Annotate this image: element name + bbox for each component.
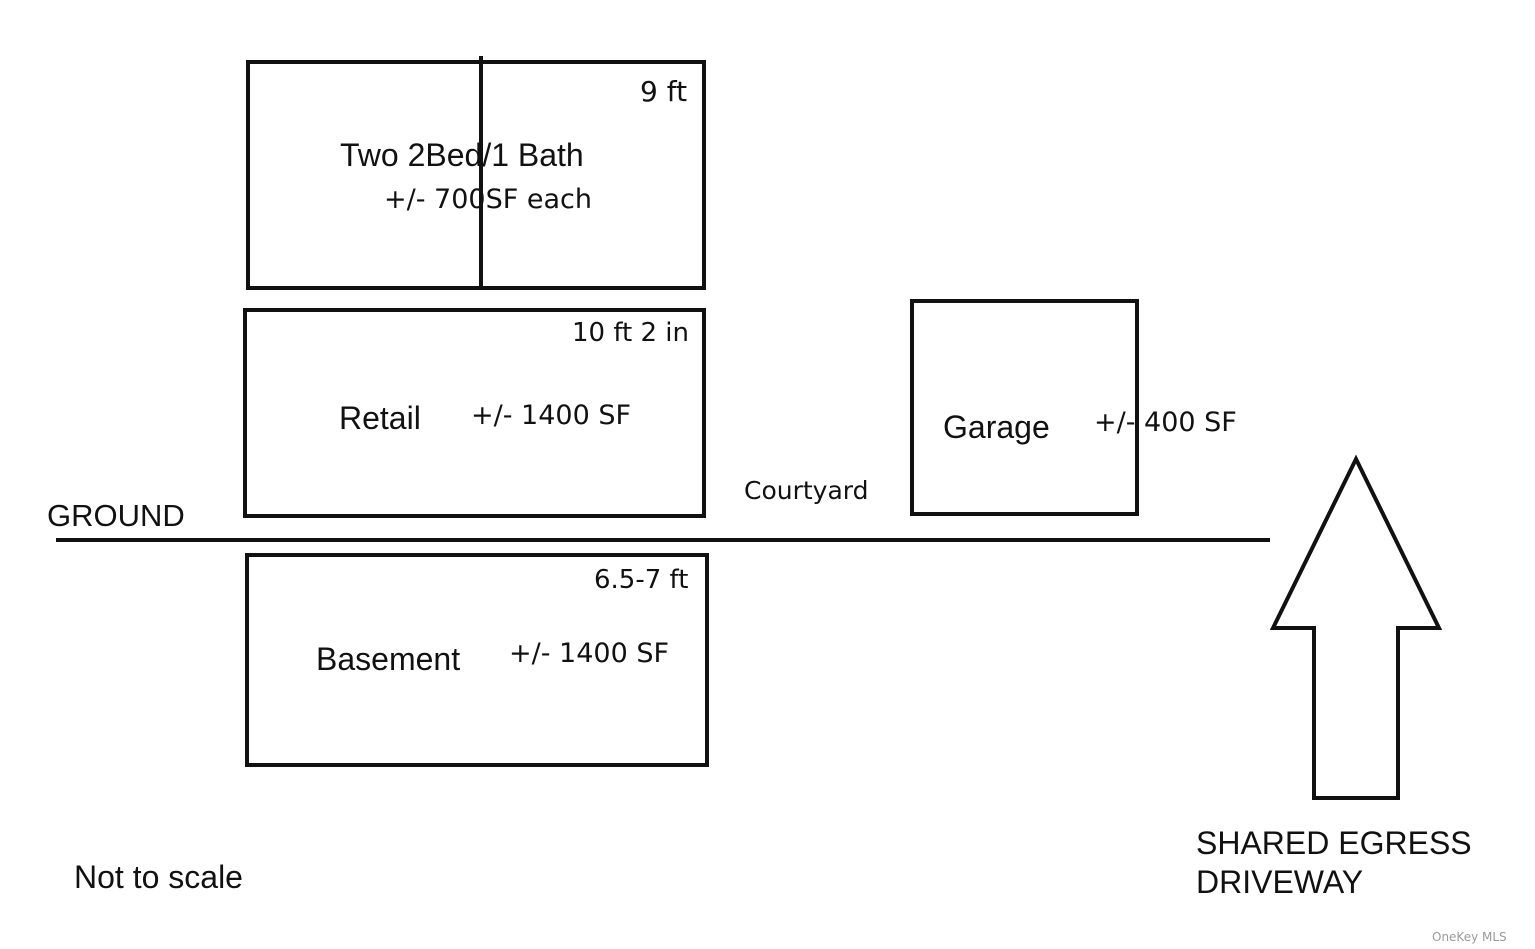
retail-box — [243, 308, 706, 518]
basement-height: 6.5-7 ft — [594, 565, 689, 595]
upper-floor-title: Two 2Bed/1 Bath — [340, 137, 584, 173]
garage-name: Garage — [943, 409, 1050, 445]
garage-area: +/- 400 SF — [1094, 407, 1237, 438]
not-to-scale-note: Not to scale — [74, 859, 243, 895]
watermark-text: OneKey MLS — [1432, 930, 1507, 944]
basement-name: Basement — [316, 641, 461, 677]
ground-label: GROUND — [47, 498, 185, 533]
courtyard-label: Courtyard — [744, 476, 869, 505]
driveway-label-line2: DRIVEWAY — [1196, 864, 1364, 900]
ground-line — [56, 538, 1270, 542]
basement-box — [245, 553, 709, 767]
upper-floor-area: +/- 700SF each — [384, 184, 592, 215]
unit-divider-line — [479, 56, 483, 288]
driveway-label-line1: SHARED EGRESS — [1196, 825, 1472, 861]
retail-area: +/- 1400 SF — [471, 400, 632, 431]
garage-box — [910, 299, 1139, 516]
up-arrow-icon — [1269, 454, 1443, 800]
upper-floor-box — [246, 60, 706, 290]
basement-area: +/- 1400 SF — [509, 638, 670, 669]
retail-height: 10 ft 2 in — [572, 318, 690, 348]
upper-floor-height: 9 ft — [640, 75, 688, 108]
retail-name: Retail — [339, 400, 421, 436]
